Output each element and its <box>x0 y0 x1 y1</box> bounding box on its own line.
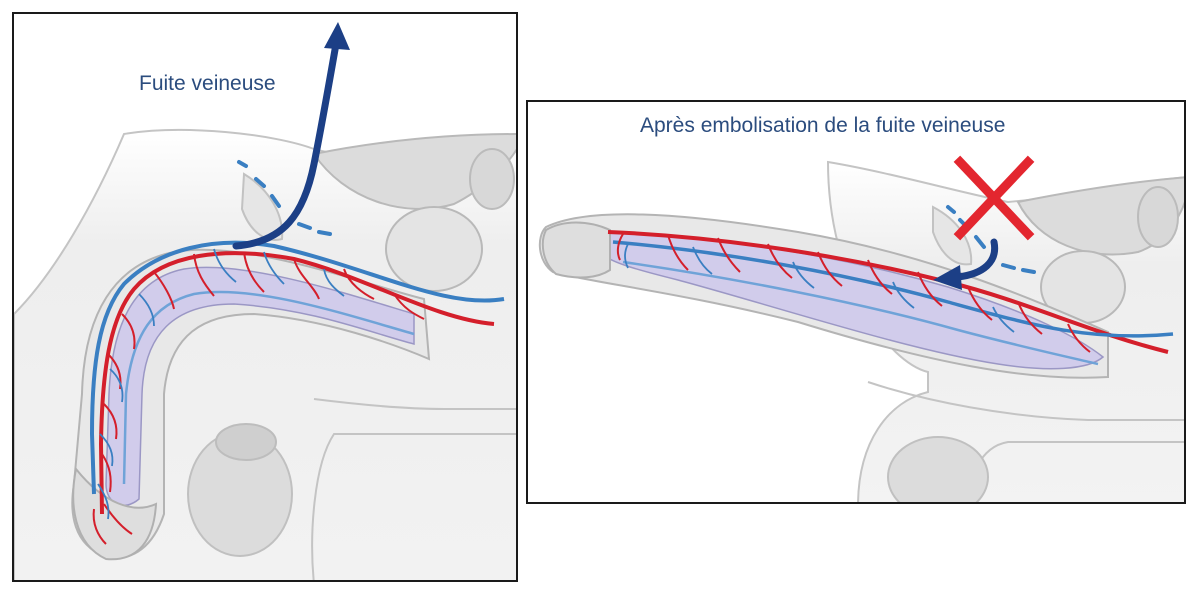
testis-shape <box>887 436 989 502</box>
vein-branches <box>97 248 345 520</box>
cross-icon <box>953 155 1035 241</box>
deep-vein <box>122 290 415 485</box>
seminal-vesicle-shape <box>469 148 515 210</box>
arrow-up-icon <box>232 22 350 250</box>
panel-after-embolization: Après embolisation de la fuite veineuse <box>526 100 1186 504</box>
curved-arrow-icon <box>933 238 999 290</box>
thigh-outline <box>311 398 516 580</box>
artery-branches <box>616 233 1091 353</box>
anatomy-illustration-embolized <box>538 155 1184 502</box>
embolization-label: Après embolisation de la fuite veineuse <box>640 114 1006 137</box>
leak-label: Fuite veineuse <box>139 72 276 95</box>
dorsal-vein <box>89 240 505 495</box>
glans-shape <box>541 221 611 279</box>
dorsal-artery <box>98 251 495 515</box>
deep-vein <box>622 260 1099 366</box>
seminal-vesicle-shape <box>1137 186 1179 248</box>
drainage-vein-dashes <box>237 160 332 236</box>
vein-branches <box>624 243 1015 333</box>
epididymis-shape <box>215 423 277 461</box>
anatomy-illustration-leak <box>14 22 516 580</box>
dorsal-vein <box>612 240 1174 338</box>
artery-branches <box>92 251 425 545</box>
panel-venous-leak: Fuite veineuse <box>12 12 518 582</box>
pubic-bone-shape <box>240 172 284 241</box>
prostate-shape <box>385 206 483 292</box>
pubic-bone-shape <box>932 205 973 266</box>
